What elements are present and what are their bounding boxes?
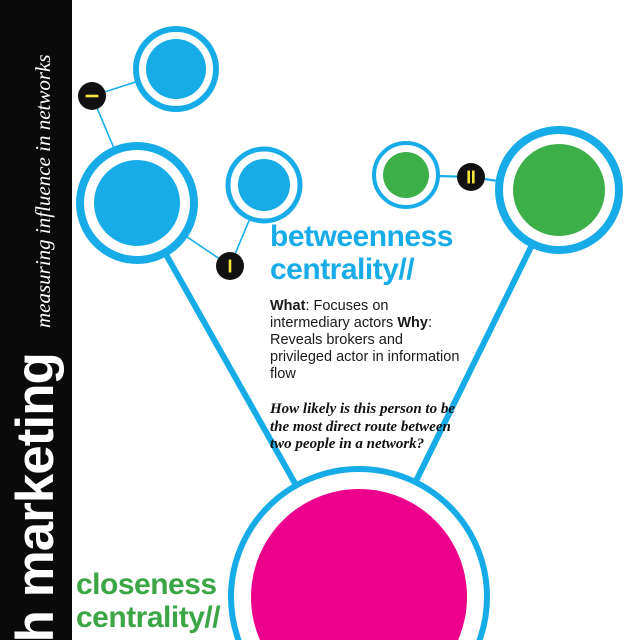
closeness-heading: closeness centrality//	[76, 568, 286, 634]
node-green-large	[513, 144, 605, 236]
sidebar: raph marketing measuring influence in ne…	[0, 0, 72, 640]
betweenness-body: What: Focuses on intermediary actors Why…	[270, 298, 460, 383]
why-label: Why	[397, 315, 428, 331]
betweenness-heading: betweenness centrality//	[270, 220, 460, 286]
node-magenta-large	[251, 489, 467, 640]
node-blue-small-mid	[238, 159, 290, 211]
node-blue-small-top	[146, 39, 206, 99]
closeness-section: closeness centrality//	[76, 568, 286, 634]
node-green-small	[383, 152, 429, 198]
brand-subtitle: measuring influence in networks	[31, 54, 55, 328]
what-text: : Focuses on intermediary actors	[270, 298, 394, 331]
badge-mark-badge-one-left	[85, 94, 99, 98]
betweenness-section: betweenness centrality// What: Focuses o…	[270, 220, 460, 454]
badge-disc-badge-two-right	[457, 163, 485, 191]
graph-badge-layer	[78, 82, 485, 280]
betweenness-question: How likely is this person to be the most…	[270, 401, 456, 452]
closeness-heading-line1: closeness	[76, 568, 217, 601]
node-blue-large-left	[94, 160, 180, 246]
what-label: What	[270, 298, 306, 314]
why-text: : Reveals brokers and privileged actor i…	[270, 315, 460, 382]
badge-mark-badge-one-mid	[228, 259, 232, 273]
badge-mark-badge-two-right	[467, 170, 470, 184]
badge-mark-badge-two-right	[472, 170, 475, 184]
graph-node-layer	[76, 26, 623, 640]
betweenness-heading-line1: betweenness	[270, 220, 453, 253]
betweenness-heading-line2: centrality//	[270, 253, 415, 286]
closeness-heading-line2: centrality//	[76, 601, 221, 634]
